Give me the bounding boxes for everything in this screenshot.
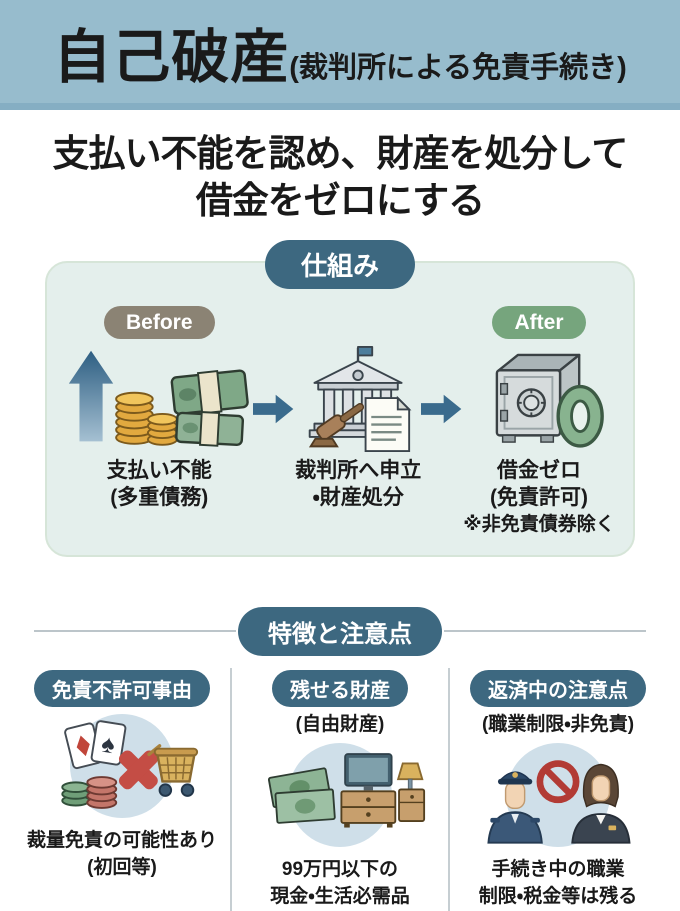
features-columns: 免責不許可事由 ♠ — [14, 667, 666, 911]
step3-caption-note: ※非免責債券除く — [463, 514, 615, 536]
step3-caption-line1: 借金ゼロ — [496, 458, 581, 482]
column1-caption-line2: (初回等) — [87, 857, 157, 879]
document-icon — [364, 395, 412, 452]
divider-line — [34, 630, 236, 633]
feature-column-cautions: 返済中の注意点 (職業制限・非免責) — [448, 667, 666, 911]
features-title-pill: 特徴と注意点 — [238, 606, 442, 656]
after-badge: After — [492, 306, 586, 340]
column2-illustration-wrap — [236, 740, 444, 850]
cash-bundle-icon — [170, 369, 250, 447]
divider-line — [444, 630, 646, 633]
mechanism-section: 仕組み Before — [45, 239, 635, 557]
column1-caption-line1: 裁量免責の可能性あり — [26, 829, 217, 851]
stage-before: Before — [65, 305, 253, 512]
header: 自己破産(裁判所による免責手続き) — [0, 0, 680, 110]
before-badge: Before — [103, 306, 215, 340]
column3-caption-line2: 制限・税金等は残る — [478, 886, 638, 908]
column3-subtitle: (職業制限・非免責) — [481, 713, 635, 735]
column1-illustration-wrap: ♠ — [18, 711, 226, 821]
restricted-jobs-illustration — [487, 759, 631, 844]
column3-illustration-wrap — [454, 740, 662, 850]
tagline: 支払い不能を認め、財産を処分して 借金をゼロにする — [0, 130, 680, 225]
page-title-group: 自己破産(裁判所による免責手続き) — [53, 10, 626, 94]
safe-zero-illustration — [495, 353, 604, 448]
stage-court: 裁判所へ申立 ・財産処分 — [295, 305, 421, 512]
mechanism-title-pill: 仕組み — [264, 239, 416, 289]
before-badge-slot: Before — [103, 305, 215, 341]
gavel-icon — [309, 402, 365, 448]
rising-debt-illustration — [69, 350, 250, 447]
banknotes-icon — [267, 767, 336, 824]
column2-pill: 残せる財産 — [272, 669, 408, 707]
businesswoman-icon — [571, 763, 631, 844]
stage-after: After — [463, 305, 615, 538]
prohibition-icon — [536, 759, 580, 803]
step3-caption-line2: (免責許可) — [489, 486, 588, 510]
column2-caption-line2: 現金・生活必需品 — [270, 886, 410, 908]
coin-stack-icon — [115, 391, 179, 446]
column2-caption: 99万円以下の 現金・生活必需品 — [270, 856, 409, 911]
step1-caption-line1: 支払い不能 — [106, 458, 212, 482]
svg-text:♠: ♠ — [99, 729, 117, 759]
tagline-line1: 支払い不能を認め、財産を処分して — [52, 133, 629, 174]
flow-arrow-icon — [421, 394, 462, 423]
column3-pill: 返済中の注意点 — [470, 669, 646, 707]
zero-icon — [556, 384, 604, 448]
mechanism-box: Before — [45, 260, 635, 557]
feature-column-disallowance: 免責不許可事由 ♠ — [14, 668, 230, 911]
step1-caption-line2: (多重債務) — [110, 486, 209, 510]
playing-cards-icon: ♠ — [64, 719, 127, 769]
column1-caption: 裁量免責の可能性あり (初回等) — [27, 827, 217, 882]
shopping-cart-icon — [147, 743, 199, 797]
page-title: 自己破産 — [53, 24, 290, 90]
page-subtitle: (裁判所による免責手続き) — [289, 51, 627, 84]
tv-dresser-icon — [340, 752, 397, 828]
mechanism-flow: Before — [61, 305, 619, 538]
tagline-line2: 借金をゼロにする — [195, 180, 485, 222]
red-x-icon — [118, 750, 158, 789]
step-caption: 支払い不能 (多重債務) — [107, 457, 212, 512]
column2-subtitle: (自由財産) — [295, 713, 385, 735]
lamp-nightstand-icon — [396, 762, 426, 822]
feature-column-assets: 残せる財産 (自由財産) — [230, 667, 448, 911]
column2-caption-line1: 99万円以下の — [281, 858, 399, 880]
after-badge-slot: After — [492, 305, 586, 341]
casino-chips-icon — [61, 775, 118, 809]
step-caption: 裁判所へ申立 ・財産処分 — [295, 457, 421, 512]
up-arrow-icon — [69, 350, 114, 442]
step2-caption-line1: 裁判所へ申立 — [295, 458, 422, 482]
column3-caption-line1: 手続き中の職業 — [491, 858, 625, 880]
features-header: 特徴と注意点 — [34, 606, 646, 656]
cash-furniture-illustration — [267, 752, 426, 828]
gambling-shopping-illustration: ♠ — [61, 719, 199, 809]
column3-caption: 手続き中の職業 制限・税金等は残る — [479, 856, 637, 911]
column1-pill: 免責不許可事由 — [34, 669, 210, 707]
flow-arrow-icon — [253, 394, 294, 423]
step-caption: 借金ゼロ (免責許可) ※非免責債券除く — [463, 457, 614, 538]
step2-caption-line2: ・財産処分 — [312, 486, 404, 510]
police-officer-icon — [487, 771, 543, 844]
courthouse-gavel-illustration — [308, 345, 412, 452]
